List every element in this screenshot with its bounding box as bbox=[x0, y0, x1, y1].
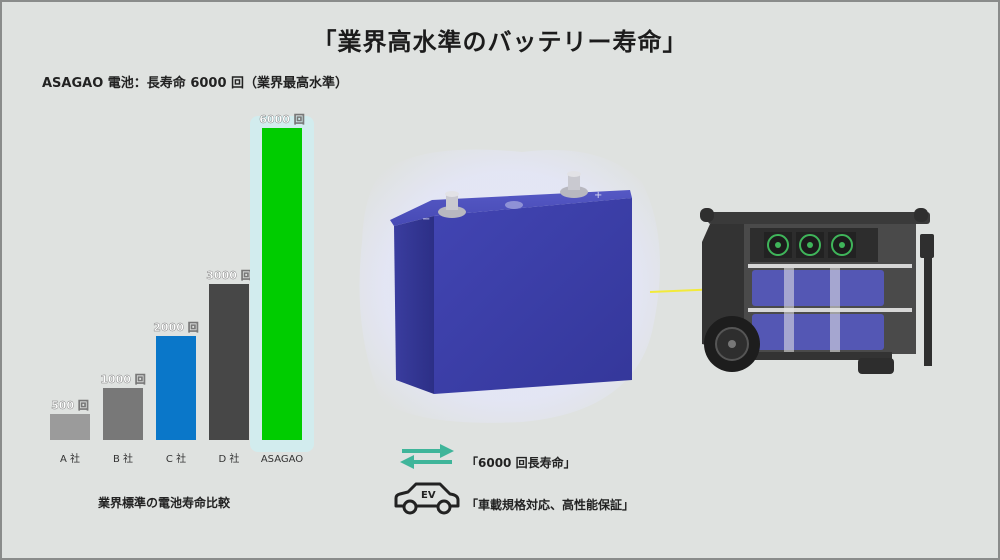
category-label-0: A 社 bbox=[60, 452, 80, 465]
bar-1 bbox=[103, 388, 143, 440]
battery-terminal-positive bbox=[560, 171, 588, 198]
bar-0 bbox=[50, 414, 90, 440]
category-label-2: C 社 bbox=[166, 452, 186, 465]
ev-car-icon: EV bbox=[392, 480, 462, 516]
ev-icon-text: EV bbox=[421, 490, 436, 501]
chart-subtitle: ASAGAO 電池：長寿命 6000 回（業界最高水準） bbox=[42, 76, 349, 91]
data-label-2: 2000 回 bbox=[153, 320, 198, 334]
feature-label-ev-standard: 「車載規格対応、高性能保証」 bbox=[466, 498, 635, 512]
data-label-3: 3000 回 bbox=[206, 268, 251, 282]
cooling-fan-icon bbox=[764, 232, 792, 258]
svg-text:+: + bbox=[594, 190, 602, 201]
chart-caption: 業界標準の電池寿命比較 bbox=[98, 496, 231, 510]
cooling-fan-icon bbox=[828, 232, 856, 258]
bar-4 bbox=[262, 128, 302, 440]
wheel-icon bbox=[704, 316, 760, 372]
cooling-fan-icon bbox=[796, 232, 824, 258]
cycle-arrows-icon bbox=[394, 442, 460, 470]
generator-illustration bbox=[700, 208, 934, 374]
bar-2 bbox=[156, 336, 196, 440]
category-label-4: ASAGAO bbox=[261, 454, 303, 465]
svg-text:−: − bbox=[422, 214, 430, 225]
battery-terminal-negative bbox=[438, 191, 466, 218]
battery-cell-illustration: − + bbox=[359, 149, 660, 423]
category-label-3: D 社 bbox=[219, 452, 240, 465]
bar-3 bbox=[209, 284, 249, 440]
data-label-1: 1000 回 bbox=[100, 372, 145, 386]
data-label-0: 500 回 bbox=[51, 398, 89, 412]
page-title: 「業界高水準のバッテリー寿命」 bbox=[312, 28, 688, 56]
feature-label-long-life: 「6000 回長寿命」 bbox=[466, 456, 576, 470]
category-label-1: B 社 bbox=[113, 452, 133, 465]
data-label-4: 6000 回 bbox=[259, 112, 304, 126]
